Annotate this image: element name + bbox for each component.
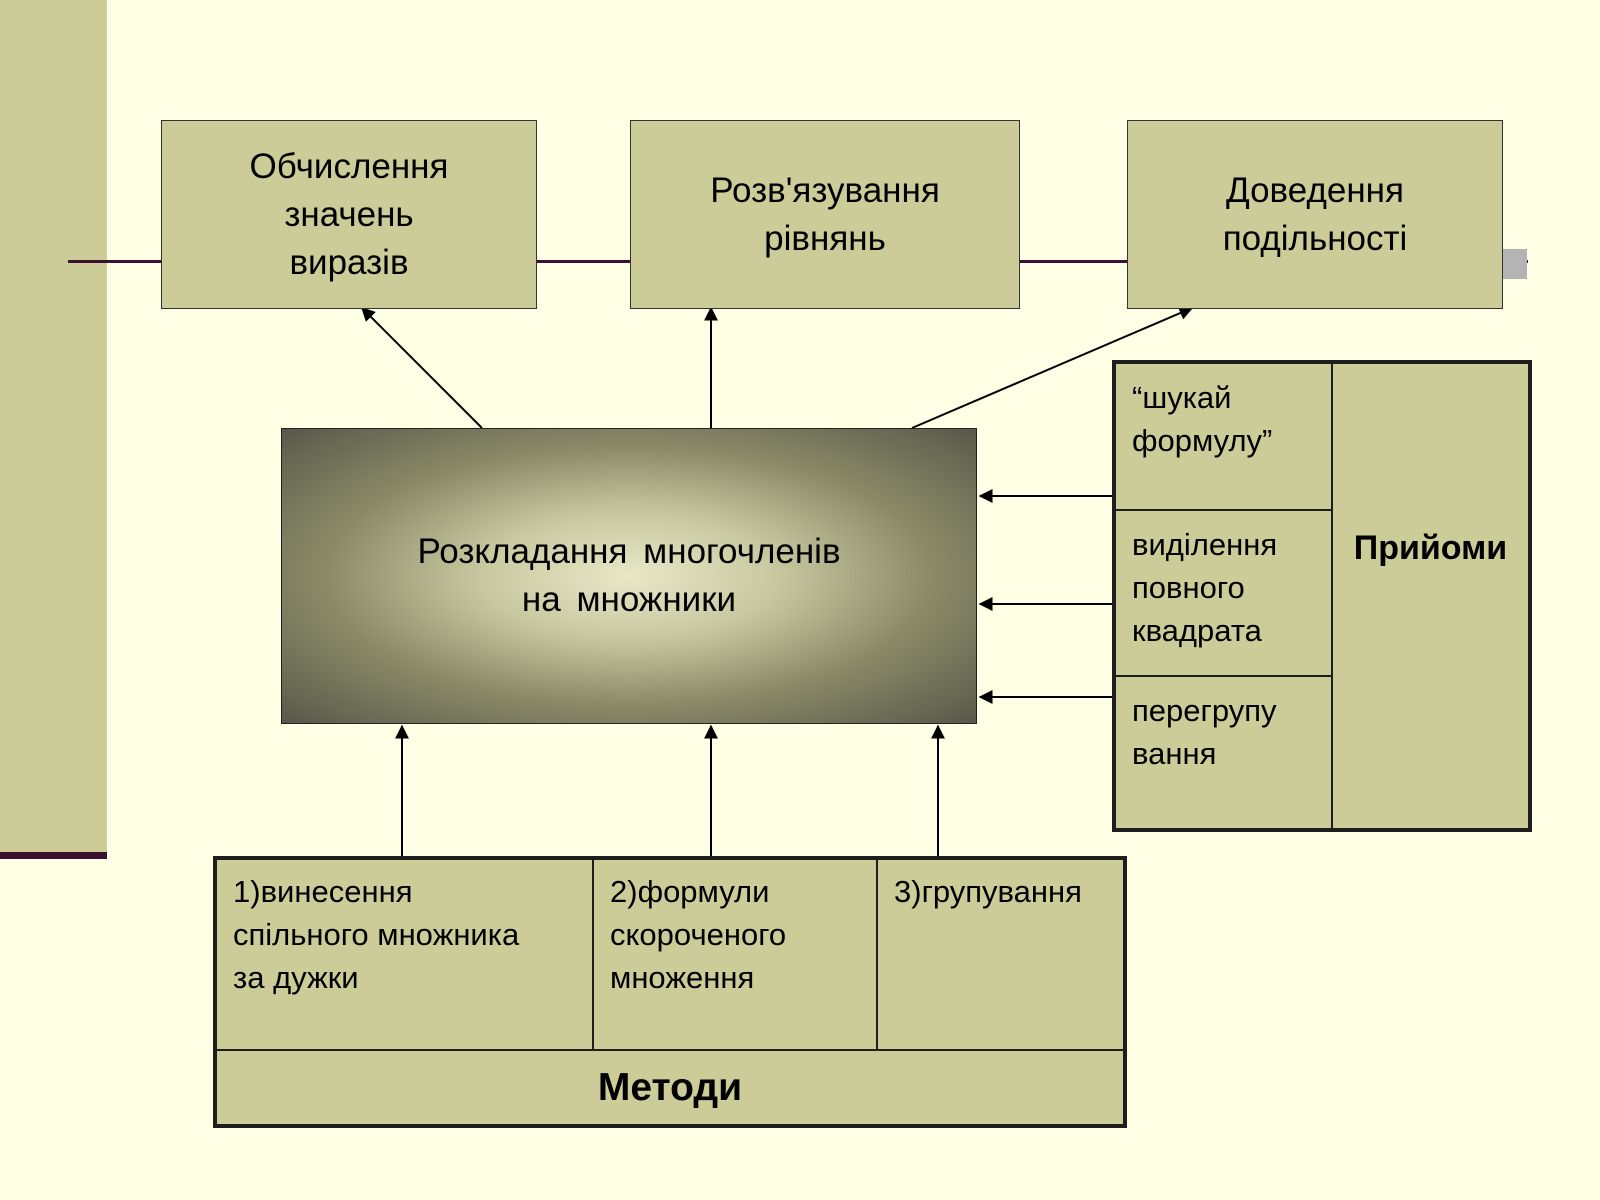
techniques-title: Прийоми xyxy=(1353,528,1508,567)
techniques-table: “шукай формулу” Прийоми виділення повног… xyxy=(1112,360,1532,832)
box-equations: Розв'язування рівнянь xyxy=(630,120,1020,309)
arrow-center-to-divisibility xyxy=(911,306,1194,429)
method-label-2: 2)формули скороченого множення xyxy=(610,874,787,995)
method-label-1: 1)винесення спільного множника за дужки xyxy=(233,874,520,995)
technique-cell-1: “шукай формулу” xyxy=(1113,361,1333,511)
method-label-3: 3)групування xyxy=(894,874,1082,909)
arrow-center-to-calc xyxy=(361,307,483,429)
method-cell-3: 3)групування xyxy=(876,857,1126,1051)
methods-title: Методи xyxy=(214,1049,1126,1127)
method-cell-1: 1)винесення спільного множника за дужки xyxy=(214,857,594,1051)
left-decor-bar xyxy=(0,0,107,852)
technique-cell-3: перегрупу вання xyxy=(1113,675,1333,831)
method-cell-2: 2)формули скороченого множення xyxy=(592,857,878,1051)
left-decor-line xyxy=(0,852,107,859)
technique-label-3: перегрупу вання xyxy=(1132,693,1277,771)
box-factorization: Розкладання многочленів на множники xyxy=(281,428,977,724)
techniques-title-cell: Прийоми xyxy=(1331,361,1531,831)
technique-label-1: “шукай формулу” xyxy=(1132,380,1273,458)
methods-table: 1)винесення спільного множника за дужки … xyxy=(213,856,1127,1128)
technique-cell-2: виділення повного квадрата xyxy=(1113,509,1333,677)
box-divisibility: Доведення подільності xyxy=(1127,120,1503,309)
technique-label-2: виділення повного квадрата xyxy=(1132,527,1278,648)
box-calculation: Обчислення значень виразів xyxy=(161,120,537,309)
